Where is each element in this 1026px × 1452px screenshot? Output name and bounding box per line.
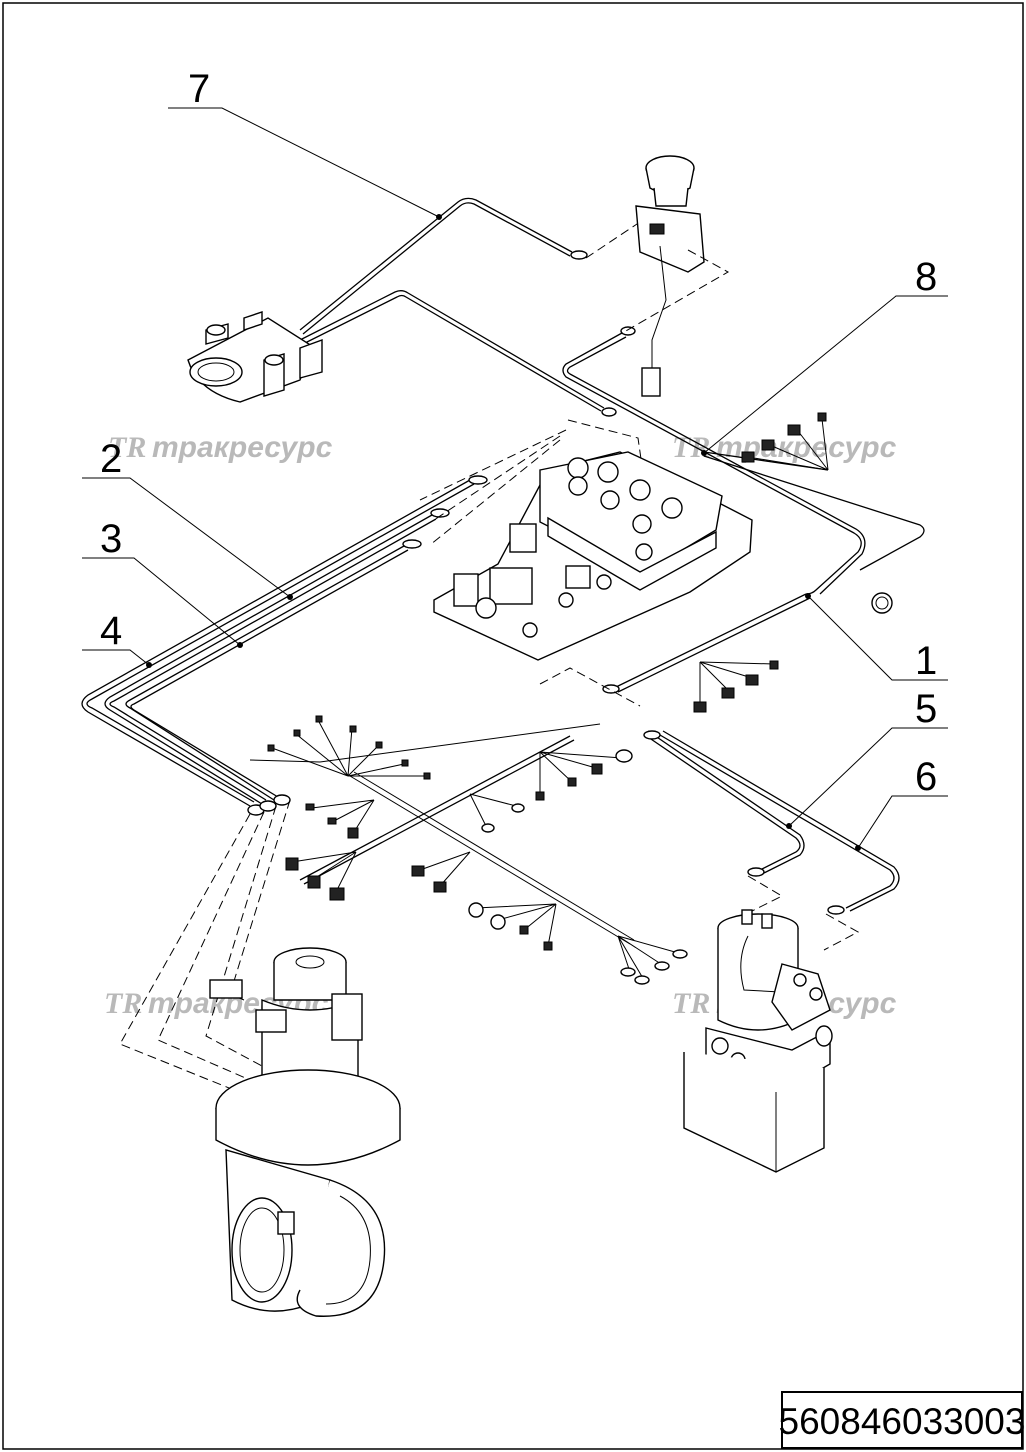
cable-handle-loop [299, 290, 617, 417]
callout-7: 7 [168, 67, 440, 218]
cable-1 [602, 593, 811, 694]
svg-text:TR: TR [672, 987, 710, 1020]
svg-text:6: 6 [915, 755, 937, 799]
tiller-handle [187, 311, 323, 403]
traction-motor [119, 799, 401, 1317]
watermark-top-right: TR тракресурс [672, 431, 897, 464]
motor-controller [419, 419, 753, 661]
svg-text:2: 2 [100, 437, 122, 481]
svg-text:TR: TR [108, 431, 146, 464]
callout-4: 4 [82, 609, 150, 666]
callout-2: 2 [82, 437, 291, 598]
svg-text:тракресурс: тракресурс [152, 431, 333, 464]
svg-text:7: 7 [188, 67, 210, 111]
callout-5: 5 [788, 687, 948, 827]
svg-text:1: 1 [915, 639, 937, 683]
svg-text:3: 3 [100, 517, 122, 561]
callout-3: 3 [82, 517, 241, 646]
svg-text:5: 5 [915, 687, 937, 731]
document-number-box: 560846033003 [779, 1391, 1026, 1449]
document-number: 560846033003 [779, 1401, 1026, 1442]
cable-8 [562, 326, 925, 614]
svg-text:TR: TR [672, 431, 710, 464]
svg-text:TR: TR [104, 987, 142, 1020]
pump-motor [683, 909, 833, 1173]
cable-2-3-4 [81, 475, 488, 816]
svg-text:8: 8 [915, 255, 937, 299]
cable-7 [299, 197, 641, 335]
watermark-top-left: TR тракресурс [108, 431, 333, 464]
callout-8: 8 [703, 255, 948, 454]
main-harness [249, 660, 779, 985]
emergency-switch [623, 155, 730, 397]
callout-6: 6 [857, 755, 948, 849]
callout-1: 1 [807, 595, 948, 683]
svg-text:4: 4 [100, 609, 122, 653]
